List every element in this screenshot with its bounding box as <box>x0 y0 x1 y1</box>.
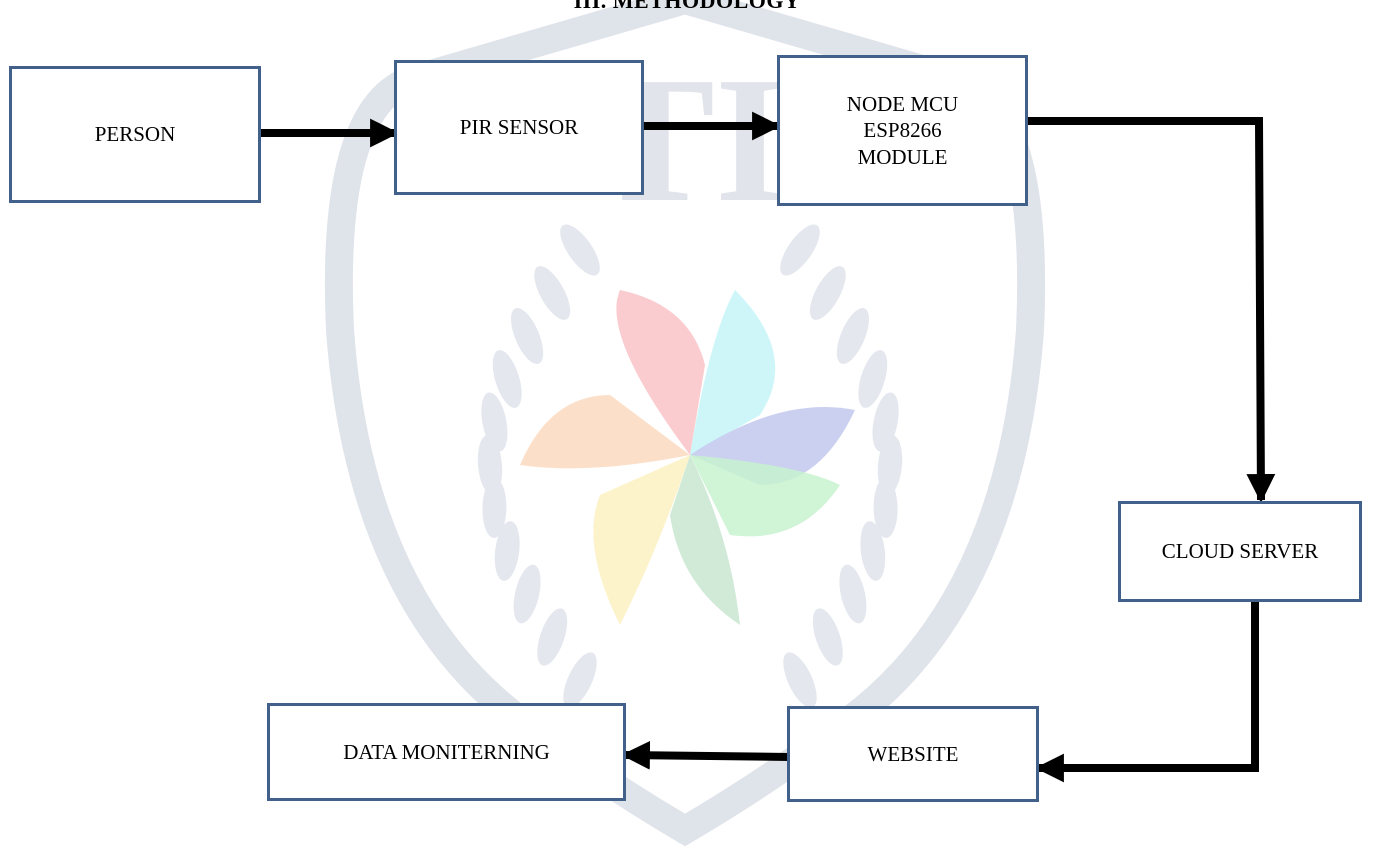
watermark-petal <box>593 455 690 625</box>
laurel-leaf <box>534 266 571 320</box>
watermark-laurel-right <box>780 224 903 708</box>
laurel-leaf <box>836 307 870 365</box>
node-website-label: WEBSITE <box>867 741 959 766</box>
node-pir-sensor-label: PIR SENSOR <box>459 115 579 140</box>
node-data-monitoring: DATA MONITERNING <box>267 703 626 801</box>
laurel-leaf <box>492 350 522 408</box>
laurel-leaf <box>513 564 541 624</box>
laurel-leaf <box>560 224 600 276</box>
arrow-cloud-server-to-website <box>1035 602 1259 783</box>
laurel-leaf <box>858 350 888 408</box>
watermark-flower <box>520 290 855 625</box>
node-data-monitoring-label: DATA MONITERNING <box>343 739 550 764</box>
watermark-petal <box>670 455 740 625</box>
laurel-leaf <box>563 652 597 708</box>
arrow-node-mcu-to-cloud-server <box>1027 117 1276 503</box>
watermark-petal <box>690 455 840 537</box>
watermark-petal <box>616 290 705 455</box>
node-node-mcu-esp8266: NODE MCU ESP8266 MODULE <box>777 55 1028 206</box>
laurel-leaf <box>812 608 843 666</box>
node-cloud-server-label: CLOUD SERVER <box>1161 539 1319 564</box>
watermark-laurel-left <box>477 224 600 708</box>
node-website: WEBSITE <box>787 706 1039 802</box>
watermark-petal <box>520 395 690 469</box>
watermark-petal <box>690 290 776 455</box>
node-cloud-server: CLOUD SERVER <box>1118 501 1362 602</box>
laurel-leaf <box>482 478 507 538</box>
node-person-label: PERSON <box>94 122 176 147</box>
section-title: III. METHODOLOGY <box>573 0 801 13</box>
laurel-leaf <box>873 478 898 538</box>
laurel-leaf <box>494 521 520 581</box>
node-person: PERSON <box>9 66 261 203</box>
laurel-leaf <box>783 652 817 708</box>
node-pir-sensor: PIR SENSOR <box>394 60 644 195</box>
laurel-leaf <box>780 224 820 276</box>
laurel-leaf <box>860 521 886 581</box>
arrow-website-to-data-monitoring <box>621 740 790 770</box>
watermark-shield <box>324 0 1046 847</box>
laurel-leaf <box>809 266 846 320</box>
node-node-mcu-label: NODE MCU ESP8266 MODULE <box>846 92 959 169</box>
laurel-leaf <box>839 564 867 624</box>
laurel-leaf <box>537 608 568 666</box>
laurel-leaf <box>510 307 544 365</box>
